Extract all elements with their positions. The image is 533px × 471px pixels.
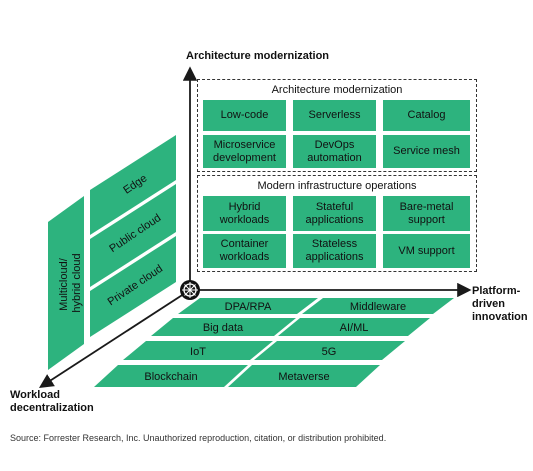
tile-devops-automation: DevOps automation — [293, 135, 376, 168]
axis-title-depth-line-2: decentralization — [10, 402, 94, 414]
wall-tile-public-cloud — [90, 184, 176, 287]
wall-tile-private-cloud — [90, 236, 176, 337]
axis-title-horizontal-line-1: Platform- — [472, 285, 521, 297]
infrastructure-section — [197, 175, 477, 272]
axis-title-depth: Workload decentralization — [10, 389, 94, 415]
wall-label-multicloud: Multicloud/ hybrid cloud — [58, 253, 83, 312]
floor-tile-iot — [123, 341, 273, 360]
axis-title-horizontal-line-3: innovation — [472, 311, 528, 323]
wall-tile-edge — [90, 135, 176, 235]
axis-title-horizontal: Platform- driven innovation — [472, 285, 528, 324]
floor-tile-ai-ml — [278, 318, 430, 336]
axis-title-vertical: Architecture modernization — [186, 50, 330, 62]
tile-container-workloads: Container workloads — [203, 234, 286, 268]
tile-vm-support: VM support — [383, 234, 470, 268]
source-footnote: Source: Forrester Research, Inc. Unautho… — [10, 433, 387, 443]
tile-bare-metal-support: Bare-metal support — [383, 196, 470, 231]
floor-label-ai-ml: AI/ML — [340, 322, 369, 334]
floor-label-5g: 5G — [322, 346, 337, 358]
architecture-section — [197, 79, 477, 172]
axis-title-depth-line-1: Workload — [10, 389, 60, 401]
depth-axis — [38, 289, 191, 388]
floor-label-metaverse: Metaverse — [278, 371, 329, 383]
tile-low-code: Low-code — [203, 100, 286, 131]
floor-label-iot: IoT — [190, 346, 206, 358]
floor-tile-5g — [254, 341, 405, 360]
axis-title-horizontal-line-2: driven — [472, 298, 506, 310]
floor-label-blockchain: Blockchain — [144, 371, 197, 383]
tile-serverless: Serverless — [293, 100, 376, 131]
floor-tile-dpa-rpa — [178, 298, 318, 314]
infrastructure-section-title: Modern infrastructure operations — [257, 180, 417, 192]
tile-catalog: Catalog — [383, 100, 470, 131]
wall-tile-multicloud — [48, 196, 84, 370]
floor-label-big-data: Big data — [203, 322, 244, 334]
floor-tile-middleware — [302, 298, 454, 314]
tile-microservice-development: Microservice development — [203, 135, 286, 168]
floor-tile-metaverse — [228, 365, 380, 387]
floor-tile-blockchain — [94, 365, 248, 387]
tile-stateful-applications: Stateful applications — [293, 196, 376, 231]
architecture-section-title: Architecture modernization — [271, 84, 403, 96]
floor-label-dpa-rpa: DPA/RPA — [225, 301, 272, 313]
tile-service-mesh: Service mesh — [383, 135, 470, 168]
floor-label-middleware: Middleware — [350, 301, 406, 313]
origin-hub-icon — [180, 280, 200, 300]
floor-tile-big-data — [151, 318, 296, 336]
tile-stateless-applications: Stateless applications — [293, 234, 376, 268]
tile-hybrid-workloads: Hybrid workloads — [203, 196, 286, 231]
